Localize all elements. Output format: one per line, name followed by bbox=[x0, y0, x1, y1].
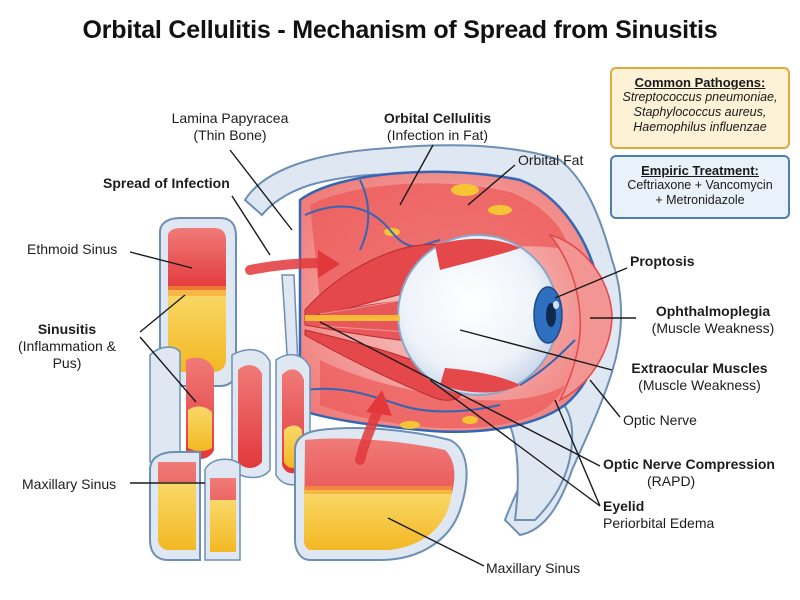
treatment-line2: + Metronidazole bbox=[655, 193, 745, 207]
eye-globe bbox=[305, 234, 563, 396]
treatment-heading: Empiric Treatment: bbox=[641, 163, 759, 178]
label-optic-nerve: Optic Nerve bbox=[623, 412, 697, 428]
label-lamina-line2: (Thin Bone) bbox=[193, 127, 267, 143]
label-sinusitis: Sinusitis (Inflammation & Pus) bbox=[12, 321, 122, 372]
label-sinusitis-line3: Pus) bbox=[52, 355, 82, 371]
label-eyelid-text: Eyelid bbox=[603, 498, 645, 514]
label-spread-text: Spread of Infection bbox=[103, 175, 230, 191]
pathogen-item: Staphylococcus aureus, bbox=[633, 105, 767, 119]
leader-lines bbox=[129, 144, 636, 567]
label-ophthalmoplegia-line1: Ophthalmoplegia bbox=[655, 303, 771, 319]
label-ophthalmoplegia: Ophthalmoplegia (Muscle Weakness) bbox=[638, 303, 788, 337]
ethmoid-sinus bbox=[159, 217, 237, 387]
label-sinusitis-line1: Sinusitis bbox=[37, 321, 97, 337]
label-lamina-line1: Lamina Papyracea bbox=[171, 110, 289, 126]
label-extraocular-line2: (Muscle Weakness) bbox=[638, 377, 761, 393]
pupil bbox=[546, 303, 556, 327]
pathogen-item: Streptococcus pneumoniae, bbox=[622, 90, 778, 104]
page-title: Orbital Cellulitis - Mechanism of Spread… bbox=[82, 16, 718, 44]
label-spread-of-infection: Spread of Infection bbox=[103, 175, 230, 192]
label-periorbital-edema: Periorbital Edema bbox=[603, 515, 715, 531]
treatment-line1: Ceftriaxone + Vancomycin bbox=[627, 178, 773, 192]
label-extraocular-line1: Extraocular Muscles bbox=[631, 360, 768, 376]
common-pathogens-box: Common Pathogens: Streptococcus pneumoni… bbox=[610, 67, 790, 149]
label-sinusitis-line2: (Inflammation & bbox=[17, 338, 117, 354]
label-orbital-fat: Orbital Fat bbox=[518, 152, 584, 168]
label-orbital-cellulitis-line1: Orbital Cellulitis bbox=[383, 110, 492, 126]
label-orbital-cellulitis: Orbital Cellulitis (Infection in Fat) bbox=[365, 110, 510, 144]
label-optic-compression-line2: (RAPD) bbox=[647, 473, 696, 489]
label-proptosis: Proptosis bbox=[630, 253, 695, 270]
label-optic-compression-line1: Optic Nerve Compression bbox=[603, 456, 775, 472]
pathogen-item: Haemophilus influenzae bbox=[633, 120, 767, 134]
label-ethmoid-sinus: Ethmoid Sinus bbox=[27, 241, 118, 257]
spread-of-infection-arrows bbox=[245, 250, 392, 465]
label-ophthalmoplegia-line2: (Muscle Weakness) bbox=[651, 320, 775, 336]
label-eyelid: Eyelid Periorbital Edema bbox=[603, 498, 714, 532]
label-maxillary-sinus-bottom: Maxillary Sinus bbox=[486, 560, 581, 576]
label-extraocular-muscles: Extraocular Muscles (Muscle Weakness) bbox=[612, 360, 787, 394]
eyelid-periorbital-edema bbox=[547, 233, 613, 402]
pathogens-heading: Common Pathogens: bbox=[634, 75, 766, 90]
maxillary-sinus bbox=[149, 427, 468, 561]
empiric-treatment-box: Empiric Treatment: Ceftriaxone + Vancomy… bbox=[610, 155, 790, 219]
label-orbital-cellulitis-line2: (Infection in Fat) bbox=[386, 127, 489, 143]
label-optic-nerve-compression: Optic Nerve Compression (RAPD) bbox=[603, 456, 775, 490]
label-maxillary-sinus-left: Maxillary Sinus bbox=[22, 476, 117, 492]
label-proptosis-text: Proptosis bbox=[630, 253, 695, 269]
label-lamina-papyracea: Lamina Papyracea (Thin Bone) bbox=[155, 110, 305, 144]
